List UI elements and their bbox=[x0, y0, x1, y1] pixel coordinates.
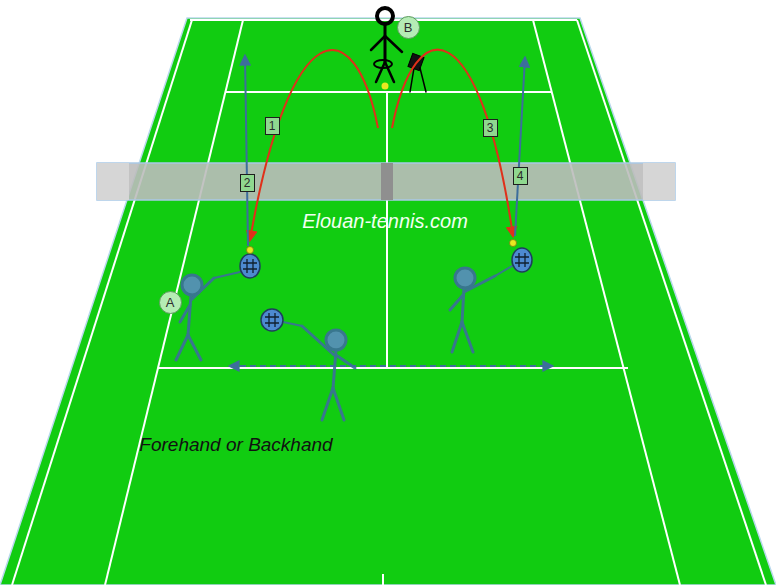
player-head bbox=[455, 268, 475, 288]
court-surface bbox=[0, 18, 776, 585]
tennis-ball bbox=[510, 240, 517, 247]
player-tag: B bbox=[397, 16, 420, 39]
callout-number: 1 bbox=[265, 117, 280, 135]
racket bbox=[261, 309, 283, 331]
shot-arrows bbox=[230, 56, 552, 366]
callout-number: 4 bbox=[513, 167, 528, 185]
net bbox=[97, 163, 675, 200]
player-leg bbox=[322, 388, 333, 420]
player-arm bbox=[180, 305, 190, 322]
player-head bbox=[326, 330, 346, 350]
far-baseline bbox=[190, 19, 577, 21]
player-arm bbox=[302, 326, 334, 355]
feeder-leg bbox=[385, 62, 394, 82]
feeder-leg bbox=[376, 62, 385, 82]
feeder-head bbox=[377, 8, 393, 24]
player-leg bbox=[452, 322, 462, 352]
right-doubles-line bbox=[577, 20, 766, 585]
center-mark bbox=[382, 574, 384, 585]
player-leg bbox=[176, 335, 188, 360]
racket-handle bbox=[495, 266, 512, 276]
players bbox=[176, 266, 512, 420]
callout-number: 3 bbox=[483, 119, 498, 137]
tennis-ball bbox=[382, 83, 389, 90]
near-service-line bbox=[158, 367, 628, 369]
feed-trajectories bbox=[250, 50, 513, 240]
shot-arrow bbox=[245, 56, 248, 246]
feeder-figure bbox=[371, 8, 426, 92]
rackets bbox=[240, 240, 532, 332]
racket bbox=[512, 248, 532, 272]
net-band bbox=[97, 163, 675, 200]
feeder-body bbox=[384, 25, 387, 62]
net-post bbox=[643, 163, 675, 200]
racket-handle bbox=[214, 272, 240, 278]
player-leg bbox=[333, 388, 344, 420]
drill-note: Forehand or Backhand bbox=[139, 434, 332, 456]
watermark: Elouan-tennis.com bbox=[302, 210, 468, 233]
shot-arrow bbox=[515, 58, 525, 236]
player-arm bbox=[450, 295, 463, 310]
player-arm bbox=[191, 278, 214, 300]
far-service-line bbox=[225, 91, 552, 93]
basket-stand bbox=[420, 68, 426, 92]
feeder-arm bbox=[385, 36, 402, 52]
callout-number: 2 bbox=[240, 174, 255, 192]
player-leg bbox=[188, 335, 201, 360]
net-post bbox=[97, 163, 129, 200]
player-arm bbox=[336, 355, 355, 368]
player-leg bbox=[462, 322, 473, 352]
net-strap bbox=[381, 163, 393, 200]
movement-arrow bbox=[230, 365, 552, 367]
right-singles-line bbox=[533, 20, 680, 585]
left-singles-line bbox=[105, 20, 243, 585]
player-tag: A bbox=[159, 291, 182, 314]
feeder-arm bbox=[371, 36, 385, 50]
feed-trajectory bbox=[392, 50, 513, 236]
tennis-ball bbox=[247, 247, 254, 254]
racket-handle bbox=[283, 322, 302, 326]
racket bbox=[240, 254, 260, 278]
player-arm bbox=[464, 276, 495, 292]
left-doubles-line bbox=[12, 20, 192, 585]
court-lines bbox=[12, 20, 766, 585]
